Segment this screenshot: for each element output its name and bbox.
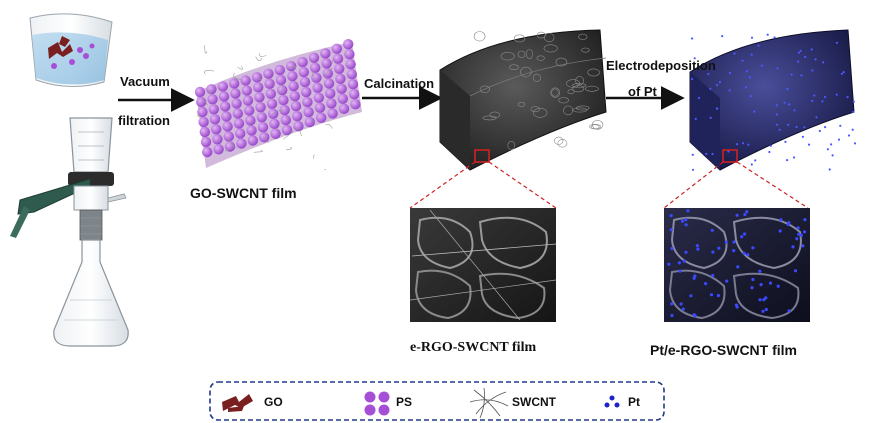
sem-image-pt-e-rgo-swcnt [664, 208, 810, 322]
e-rgo-swcnt-film-illustration [410, 30, 606, 208]
dispersion-beaker [30, 14, 112, 87]
legend-label-go: GO [264, 395, 283, 409]
legend-go-icon [222, 394, 253, 412]
film-label-go-swcnt: GO-SWCNT film [190, 185, 297, 201]
step-label-of-pt: of Pt [628, 84, 657, 99]
legend-ps-icon [365, 392, 390, 416]
step-label-filtration: filtration [118, 113, 170, 128]
film-label-e-rgo-swcnt: e-RGO-SWCNT film [410, 340, 536, 356]
film-label-pt-e-rgo-swcnt: Pt/e-RGO-SWCNT film [650, 342, 797, 358]
legend-swcnt-icon [470, 388, 508, 418]
legend-label-swcnt: SWCNT [512, 395, 556, 409]
step-label-vacuum: Vacuum [120, 74, 170, 89]
vacuum-filtration-apparatus [10, 118, 128, 346]
step-label-calcination: Calcination [364, 76, 434, 91]
go-swcnt-film-illustration [195, 39, 362, 170]
sem-image-e-rgo-swcnt [410, 208, 556, 322]
legend-label-ps: PS [396, 395, 412, 409]
pt-e-rgo-swcnt-film-illustration [664, 30, 856, 208]
legend-pt-icon [605, 396, 620, 408]
step-label-electrodeposition: Electrodeposition [606, 58, 716, 73]
legend-label-pt: Pt [628, 395, 640, 409]
